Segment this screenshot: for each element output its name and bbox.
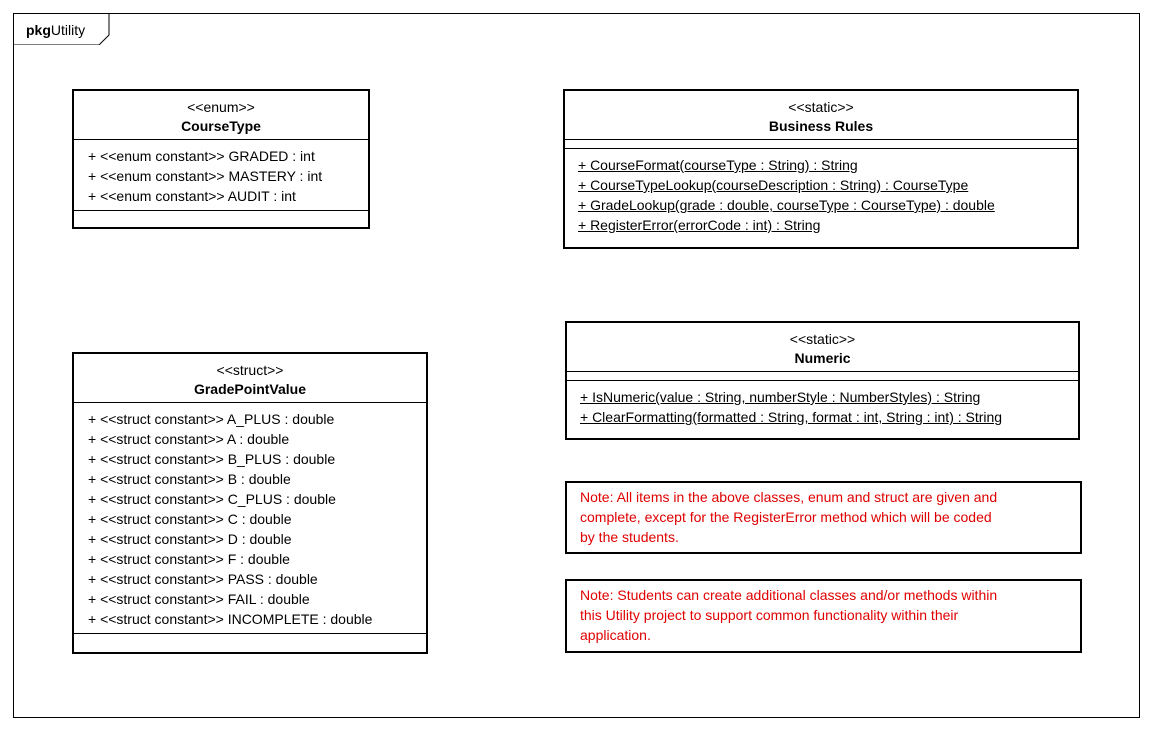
- package-name: Utility: [50, 22, 86, 38]
- operation: + GradeLookup(grade : double, courseType…: [578, 197, 995, 213]
- class-header: <<static>> Numeric: [567, 323, 1078, 371]
- package-tab: pkgUtility: [13, 13, 110, 45]
- operation-list: + IsNumeric(value : String, numberStyle …: [567, 381, 1078, 431]
- class-stereotype: <<struct>>: [216, 362, 284, 378]
- compartment-divider: [74, 139, 368, 140]
- note-2[interactable]: Note: Students can create additional cla…: [565, 579, 1082, 653]
- class-stereotype: <<static>>: [789, 331, 856, 347]
- attribute: + <<struct constant>> A_PLUS : double: [88, 411, 335, 427]
- attribute: + <<struct constant>> B : double: [88, 471, 291, 487]
- note-1[interactable]: Note: All items in the above classes, en…: [565, 481, 1082, 554]
- attribute: + <<struct constant>> B_PLUS : double: [88, 451, 336, 467]
- note-line: by the students.: [580, 529, 679, 545]
- note-line: this Utility project to support common f…: [580, 607, 959, 623]
- operation: + IsNumeric(value : String, numberStyle …: [580, 389, 981, 405]
- operation-list: + CourseFormat(courseType : String) : St…: [565, 149, 1077, 239]
- class-header: <<static>> Business Rules: [565, 91, 1077, 139]
- package-keyword: pkg: [26, 22, 51, 38]
- attribute: + <<struct constant>> C : double: [88, 511, 292, 527]
- compartment-divider: [74, 210, 368, 211]
- class-business-rules[interactable]: <<static>> Business Rules + CourseFormat…: [563, 89, 1079, 249]
- class-header: <<struct>> GradePointValue: [74, 354, 426, 402]
- class-numeric[interactable]: <<static>> Numeric + IsNumeric(value : S…: [565, 321, 1080, 440]
- note-line: complete, except for the RegisterError m…: [580, 509, 992, 525]
- attribute: + <<enum constant>> AUDIT : int: [88, 188, 296, 204]
- attribute: + <<struct constant>> INCOMPLETE : doubl…: [88, 611, 373, 627]
- attribute: + <<enum constant>> GRADED : int: [88, 148, 315, 164]
- attribute: + <<struct constant>> FAIL : double: [88, 591, 310, 607]
- attribute-list: + <<enum constant>> GRADED : int + <<enu…: [74, 140, 368, 210]
- attribute: + <<struct constant>> C_PLUS : double: [88, 491, 336, 507]
- note-line: Note: Students can create additional cla…: [580, 587, 998, 603]
- compartment-divider: [567, 380, 1078, 381]
- package-tab-shape: [13, 13, 110, 45]
- operation: + CourseTypeLookup(courseDescription : S…: [578, 177, 969, 193]
- class-grade-point-value[interactable]: <<struct>> GradePointValue + <<struct co…: [72, 352, 428, 654]
- attribute: + <<struct constant>> PASS : double: [88, 571, 318, 587]
- class-name: Numeric: [794, 350, 851, 366]
- package-frame: [13, 13, 1140, 718]
- attribute: + <<struct constant>> A : double: [88, 431, 290, 447]
- compartment-divider: [74, 633, 426, 634]
- operation: + ClearFormatting(formatted : String, fo…: [580, 409, 1003, 425]
- class-name: CourseType: [181, 118, 261, 134]
- operation: + RegisterError(errorCode : int) : Strin…: [578, 217, 821, 233]
- class-name: GradePointValue: [193, 381, 307, 397]
- attribute: + <<enum constant>> MASTERY : int: [88, 168, 323, 184]
- empty-attribute-compartment: [567, 372, 1078, 380]
- attribute-list: + <<struct constant>> A_PLUS : double + …: [74, 403, 426, 633]
- compartment-divider: [565, 148, 1077, 149]
- empty-attribute-compartment: [565, 140, 1077, 148]
- attribute: + <<struct constant>> D : double: [88, 531, 292, 547]
- class-stereotype: <<enum>>: [187, 99, 255, 115]
- attribute: + <<struct constant>> F : double: [88, 551, 290, 567]
- compartment-divider: [565, 139, 1077, 140]
- package-label: pkgUtility: [26, 22, 85, 38]
- class-course-type[interactable]: <<enum>> CourseType + <<enum constant>> …: [72, 89, 370, 229]
- class-header: <<enum>> CourseType: [74, 91, 368, 139]
- note-line: Note: All items in the above classes, en…: [580, 489, 998, 505]
- operation: + CourseFormat(courseType : String) : St…: [578, 157, 858, 173]
- note-line: application.: [580, 627, 651, 643]
- class-stereotype: <<static>>: [788, 99, 854, 115]
- class-name: Business Rules: [768, 118, 874, 134]
- compartment-divider: [567, 371, 1078, 372]
- compartment-divider: [74, 402, 426, 403]
